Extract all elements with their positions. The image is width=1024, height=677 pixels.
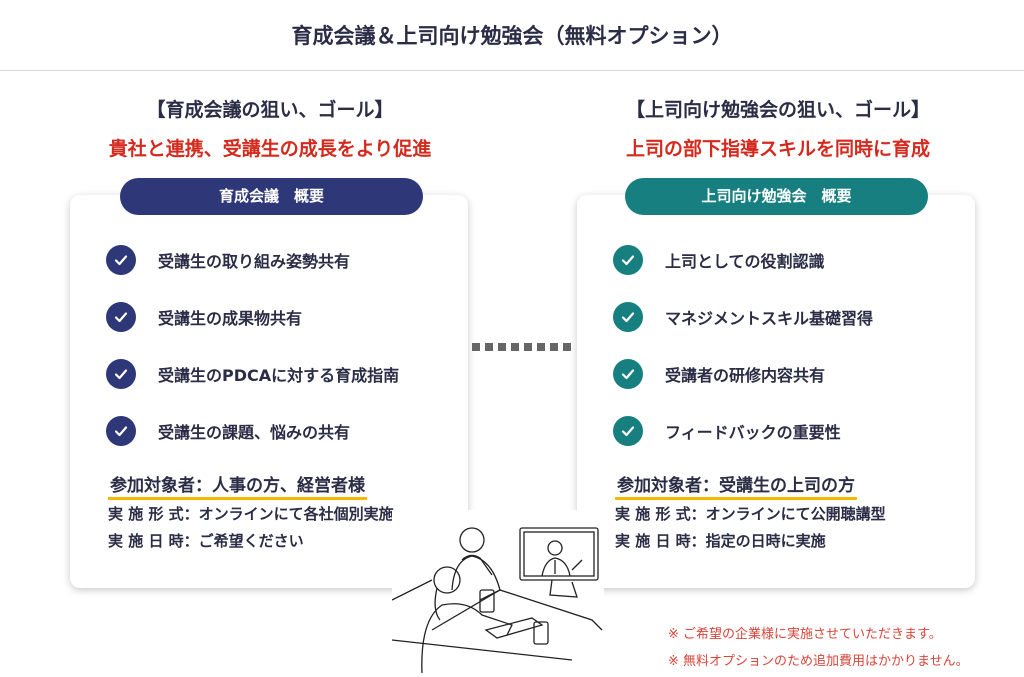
checklist-item: 受講生の成果物共有 — [106, 302, 302, 332]
page-title: 育成会議＆上司向け勉強会（無料オプション） — [291, 24, 733, 48]
check-circle-icon — [613, 416, 643, 446]
checklist-item: 受講生の取り組み姿勢共有 — [106, 245, 350, 275]
checklist-item-label: 受講生の課題、悩みの共有 — [158, 423, 351, 442]
meeting-illustration — [391, 510, 604, 674]
left-datetime: 実 施 日 時：ご希望ください — [108, 532, 304, 550]
checklist-item: 受講生のPDCAに対する育成指南 — [106, 359, 399, 389]
left-target: 参加対象者：人事の方、経営者様 — [108, 471, 367, 500]
right-format: 実 施 形 式：オンラインにて公開聴講型 — [615, 505, 886, 523]
checklist-item: 受講者の研修内容共有 — [613, 359, 825, 389]
left-card: 参加対象者：人事の方、経営者様 実 施 形 式：オンラインにて各社個別実施 実 … — [70, 195, 468, 588]
checklist-item-label: マネジメントスキル基礎習得 — [665, 309, 874, 328]
right-datetime: 実 施 日 時：指定の日時に実施 — [615, 532, 826, 550]
left-aim: 【育成会議の狙い、ゴール】 貴社と連携、受講生の成長をより促進 — [50, 95, 490, 161]
right-aim-heading: 【上司向け勉強会の狙い、ゴール】 — [625, 99, 930, 121]
checklist-item-label: フィードバックの重要性 — [665, 423, 841, 442]
checklist-item: マネジメントスキル基礎習得 — [613, 302, 873, 332]
check-circle-icon — [106, 416, 136, 446]
left-format: 実 施 形 式：オンラインにて各社個別実施 — [108, 505, 394, 523]
right-aim: 【上司向け勉強会の狙い、ゴール】 上司の部下指導スキルを同時に育成 — [558, 95, 998, 161]
left-aim-sub: 貴社と連携、受講生の成長をより促進 — [108, 138, 432, 160]
right-target: 参加対象者：受講生の上司の方 — [615, 471, 857, 500]
divider — [0, 70, 1024, 71]
checklist-item-label: 上司としての役割認識 — [665, 252, 825, 271]
left-pill: 育成会議 概要 — [120, 178, 423, 215]
connector-dots — [472, 343, 574, 351]
check-circle-icon — [106, 302, 136, 332]
check-circle-icon — [613, 302, 643, 332]
checklist-item: フィードバックの重要性 — [613, 416, 841, 446]
left-aim-heading: 【育成会議の狙い、ゴール】 — [146, 99, 394, 121]
note-1: ※ ご希望の企業様に実施させていただきます。 — [668, 627, 942, 642]
check-circle-icon — [106, 245, 136, 275]
check-circle-icon — [613, 245, 643, 275]
right-card: 参加対象者：受講生の上司の方 実 施 形 式：オンラインにて公開聴講型 実 施 … — [577, 195, 975, 588]
checklist-item: 受講生の課題、悩みの共有 — [106, 416, 350, 446]
right-pill: 上司向け勉強会 概要 — [625, 178, 928, 215]
check-circle-icon — [613, 359, 643, 389]
check-circle-icon — [106, 359, 136, 389]
checklist-item-label: 受講生の成果物共有 — [158, 309, 303, 328]
checklist-item-label: 受講生のPDCAに対する育成指南 — [158, 366, 400, 385]
checklist-item-label: 受講生の取り組み姿勢共有 — [158, 252, 351, 271]
right-aim-sub: 上司の部下指導スキルを同時に育成 — [625, 138, 930, 160]
checklist-item: 上司としての役割認識 — [613, 245, 825, 275]
note-2: ※ 無料オプションのため追加費用はかかりません。 — [668, 654, 969, 669]
checklist-item-label: 受講者の研修内容共有 — [665, 366, 826, 385]
